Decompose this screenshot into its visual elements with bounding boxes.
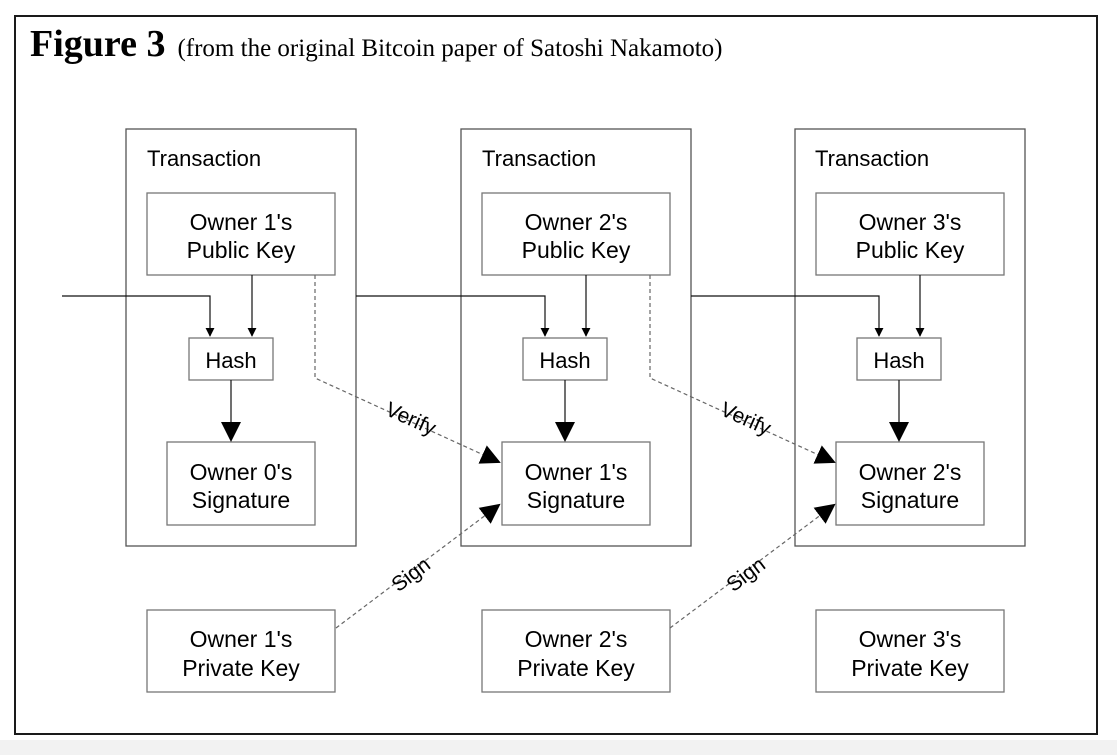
public-key-owner-3: Owner 3's (859, 209, 962, 235)
figure-label: Figure 3 (30, 23, 166, 65)
bottom-margin (0, 740, 1117, 755)
private-key-owner-1: Owner 1's (190, 626, 293, 652)
verify-arrow-2 (649, 275, 836, 464)
transaction-title-2: Transaction (482, 146, 596, 171)
hash-label-3: Hash (873, 348, 924, 373)
private-key-label-2: Private Key (517, 655, 635, 681)
signature-owner-2: Owner 1's (525, 459, 628, 485)
public-key-label-3: Public Key (856, 237, 965, 263)
public-key-box-1 (146, 192, 336, 276)
signature-label-3: Signature (861, 487, 959, 513)
public-key-owner-1: Owner 1's (190, 209, 293, 235)
transaction-title-1: Transaction (147, 146, 261, 171)
private-key-box-2 (481, 609, 671, 693)
private-key-owner-2: Owner 2's (525, 626, 628, 652)
signature-box-3 (835, 441, 985, 526)
public-key-box-3 (815, 192, 1005, 276)
signature-label-2: Signature (527, 487, 625, 513)
transaction-box-1 (125, 128, 357, 547)
sign-label-2: Sign (722, 553, 769, 597)
verify-label-2: Verify (717, 398, 775, 441)
sign-arrow-1 (335, 503, 501, 629)
hash-box-2 (522, 337, 608, 381)
verify-label-1: Verify (382, 398, 440, 441)
transaction-title-3: Transaction (815, 146, 929, 171)
public-key-owner-2: Owner 2's (525, 209, 628, 235)
private-key-2: Owner 2's Private Key (481, 609, 671, 693)
transaction-box-2 (460, 128, 692, 547)
sign-arrow-2 (669, 503, 836, 629)
private-key-box-3 (815, 609, 1005, 693)
public-key-label-1: Public Key (187, 237, 296, 263)
private-key-label-3: Private Key (851, 655, 969, 681)
chain-arrow-2-to-3 (691, 295, 884, 337)
chain-arrow-1-to-2 (356, 295, 550, 337)
transaction-box-3 (794, 128, 1026, 547)
private-key-3: Owner 3's Private Key (815, 609, 1005, 693)
signature-box-2 (501, 441, 651, 526)
figure-heading: Figure 3 (from the original Bitcoin paper… (30, 22, 722, 66)
figure-subtitle: (from the original Bitcoin paper of Sato… (177, 35, 723, 62)
public-key-box-2 (481, 192, 671, 276)
signature-owner-3: Owner 2's (859, 459, 962, 485)
public-key-label-2: Public Key (522, 237, 631, 263)
transaction-block-3: Transaction Owner 3's Public Key Hash Ow… (794, 128, 1026, 547)
transaction-block-2: Transaction Owner 2's Public Key Hash Ow… (460, 128, 692, 547)
signature-owner-1: Owner 0's (190, 459, 293, 485)
hash-label-1: Hash (205, 348, 256, 373)
transaction-block-1: Transaction Owner 1's Public Key Hash Ow… (125, 128, 357, 547)
hash-label-2: Hash (539, 348, 590, 373)
private-key-label-1: Private Key (182, 655, 300, 681)
private-key-box-1 (146, 609, 336, 693)
private-key-owner-3: Owner 3's (859, 626, 962, 652)
verify-arrow-1 (314, 275, 501, 464)
private-key-1: Owner 1's Private Key (146, 609, 336, 693)
incoming-arrow-1 (62, 295, 215, 337)
signature-label-1: Signature (192, 487, 290, 513)
signature-box-1 (166, 441, 316, 526)
hash-box-3 (856, 337, 942, 381)
